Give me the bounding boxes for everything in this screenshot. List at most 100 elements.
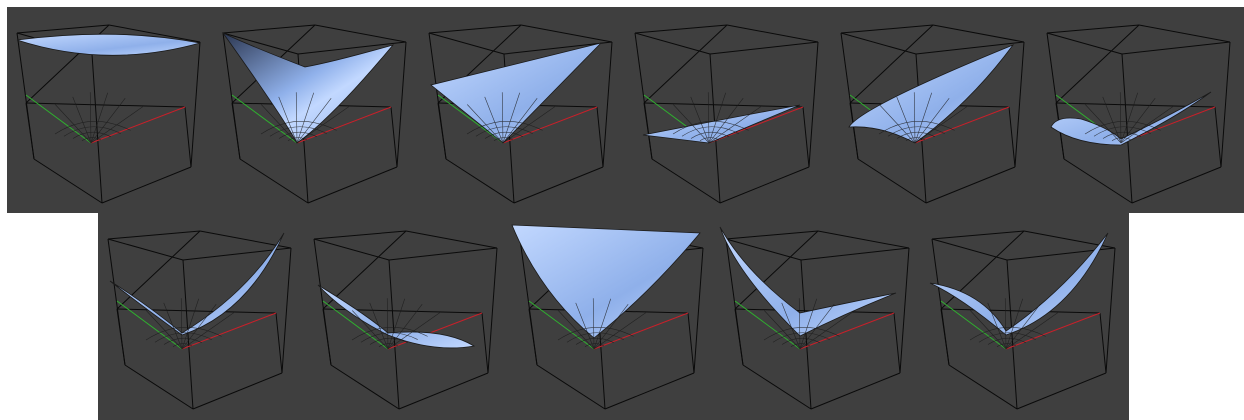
surface-mesh [260, 92, 349, 144]
cube-edge [487, 247, 498, 374]
cube-edge [405, 230, 498, 249]
cube-edge [808, 41, 819, 168]
cube-edge [116, 230, 201, 310]
cube-edge [840, 32, 917, 55]
cube-edge [932, 24, 1025, 43]
quadric-surface-patch [511, 224, 701, 339]
cube-edge [192, 372, 283, 410]
cube-edge [840, 24, 934, 34]
cube-edge [513, 166, 604, 204]
cube-edge [857, 158, 927, 204]
cube-edge [800, 259, 812, 410]
surface-7-view [107, 230, 292, 410]
surface-9-panel [510, 213, 716, 419]
cube-edge [536, 364, 606, 410]
x-axis-line [593, 312, 689, 350]
cube-edge [709, 41, 819, 55]
x-axis-line [799, 312, 895, 350]
cube-edge [313, 230, 407, 240]
cube-edge [719, 166, 810, 204]
surface-5-panel [831, 7, 1037, 213]
cube-edge [802, 106, 810, 168]
quadric-surface-patch [430, 42, 603, 144]
cube-edge [643, 102, 653, 160]
quadric-surface-patch [1050, 91, 1212, 146]
cube-edge [810, 372, 901, 410]
surface-mesh [557, 298, 646, 350]
cube-edge [940, 308, 1101, 314]
cube-edge [428, 24, 522, 34]
surface-mesh [672, 92, 761, 144]
surface-3-view [428, 24, 613, 204]
cube-edge [849, 102, 859, 160]
cube-edge [91, 53, 103, 204]
cube-edge [948, 364, 1018, 410]
cube-edge [101, 166, 192, 204]
cube-edge [604, 372, 695, 410]
cube-edge [398, 372, 489, 410]
cube-edge [899, 247, 910, 374]
surface-1-panel [7, 7, 213, 213]
cube-edge [107, 238, 184, 261]
cube-edge [307, 166, 398, 204]
cube-edge [231, 102, 241, 160]
cube-edge [1014, 41, 1025, 168]
cube-edge [1105, 247, 1116, 374]
cube-edge [1121, 41, 1231, 55]
surface-2-panel [213, 7, 419, 213]
cube-edge [1055, 24, 1140, 104]
x-axis-line [90, 106, 186, 144]
x-axis-line [914, 106, 1010, 144]
cube-edge [931, 230, 1025, 240]
cube-edge [1008, 106, 1016, 168]
cube-edge [107, 230, 201, 240]
surface-4-view [634, 24, 819, 204]
cube-edge [25, 102, 186, 108]
cube-edge [634, 32, 711, 55]
cube-edge [503, 41, 613, 55]
quadric-surface-patch [719, 226, 897, 337]
quadric-surface-patch [929, 232, 1109, 336]
bottom-row-panel-strip [98, 213, 1129, 420]
surface-mesh [878, 92, 967, 144]
cube-edge [108, 24, 201, 43]
cube-edge [940, 308, 950, 366]
surface-2-view [221, 24, 407, 204]
cube-edge [634, 24, 728, 34]
surface-7-panel [98, 213, 304, 419]
cube-edge [239, 158, 309, 204]
cube-edge [190, 41, 201, 168]
surface-6-view [1046, 24, 1231, 204]
cube-edge [893, 312, 901, 374]
surface-1-view [16, 24, 201, 204]
surface-9-view [511, 224, 704, 410]
surface-10-view [719, 226, 910, 410]
surface-6-panel [1037, 7, 1243, 213]
cube-edge [602, 41, 613, 168]
surface-11-view [929, 230, 1116, 410]
cube-edge [1138, 24, 1231, 43]
cube-edge [222, 24, 316, 34]
surface-10-panel [716, 213, 922, 419]
cube-edge [25, 102, 35, 160]
cube-edge [1099, 312, 1107, 374]
cube-edge [725, 230, 819, 240]
surface-8-view [313, 230, 498, 410]
cube-edge [1063, 158, 1133, 204]
cube-edge [124, 364, 194, 410]
cube-edge [396, 41, 407, 168]
cube-edge [734, 230, 819, 310]
cube-edge [1214, 106, 1222, 168]
cube-edge [388, 247, 498, 261]
surface-11-panel [922, 213, 1128, 419]
cube-edge [742, 364, 812, 410]
quadric-surface-patch [16, 33, 201, 56]
cube-edge [184, 106, 192, 168]
surface-mesh [54, 92, 143, 144]
x-axis-line [296, 106, 392, 144]
cube-edge [481, 312, 489, 374]
cube-edge [687, 312, 695, 374]
cube-edge [1220, 41, 1231, 168]
cube-edge [281, 247, 292, 374]
cube-edge [275, 312, 283, 374]
